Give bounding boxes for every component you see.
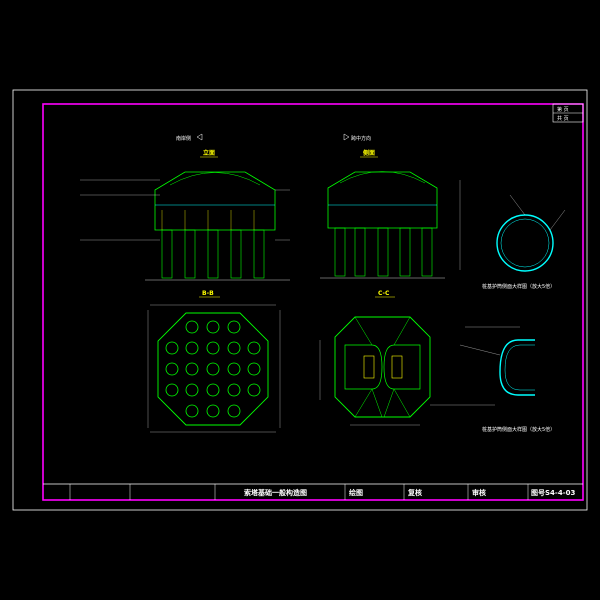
pile-circle (206, 320, 220, 334)
pile-circle (185, 404, 199, 418)
side-view: 侧面 (320, 149, 461, 279)
pile-circle (227, 341, 241, 355)
arrow-left-icon (196, 133, 203, 141)
pile-circle (227, 320, 241, 334)
pile-circle (185, 320, 199, 334)
check-label: 审核 (472, 488, 486, 497)
inner-frame (42, 103, 584, 501)
pile-circle (165, 341, 179, 355)
page-box: 第 页 共 页 (552, 103, 584, 123)
detail-casing-circle: 桩基护筒侧面大样图（放大5倍） (482, 194, 566, 290)
pile-circle (185, 341, 199, 355)
detail1-caption: 桩基护筒侧面大样图（放大5倍） (482, 283, 555, 290)
section-c-title: C-C (378, 290, 390, 297)
pile-circle (165, 362, 179, 376)
pile-grid (165, 320, 261, 418)
pile-circle (165, 383, 179, 397)
arrow-right-note: 跨中方向 (351, 135, 371, 142)
pile-circle (247, 383, 261, 397)
pile-circle (206, 383, 220, 397)
sheet-label: 图号 (531, 488, 545, 497)
pile-circle (247, 341, 261, 355)
pile-circle (247, 362, 261, 376)
page-total-text: 共 页 (557, 115, 569, 122)
pile-circle (206, 341, 220, 355)
pile-circle (206, 404, 220, 418)
review-label: 复核 (407, 488, 422, 497)
pile-circle (227, 383, 241, 397)
detail2-caption: 桩基护筒侧面大样图（放大5倍） (482, 426, 555, 433)
pile-circle (227, 404, 241, 418)
drawing-title: 索塔基础一般构造图 (244, 488, 307, 497)
page-number-text: 第 页 (557, 106, 569, 113)
sheet-number: S4-4-03 (545, 489, 575, 497)
pile-circle (185, 383, 199, 397)
title-block: 索塔基础一般构造图 绘图 复核 审核 图号 S4-4-03 (43, 483, 583, 500)
pile-circle (206, 362, 220, 376)
elevation-view: 立面 (80, 149, 290, 281)
arrow-left-note: 南岸侧 (176, 135, 191, 142)
drawn-label: 绘图 (349, 488, 363, 497)
section-c-c: C-C (319, 290, 495, 426)
pile-circle (185, 362, 199, 376)
section-b-b: B-B (147, 290, 281, 433)
elevation-title: 立面 (203, 149, 215, 157)
pile-circle (227, 362, 241, 376)
outer-frame (12, 89, 588, 511)
arrow-right-icon (343, 133, 350, 141)
side-title: 侧面 (363, 149, 375, 157)
section-b-title: B-B (202, 290, 214, 297)
detail-casing-arch: 桩基护筒侧面大样图（放大5倍） (459, 326, 555, 433)
